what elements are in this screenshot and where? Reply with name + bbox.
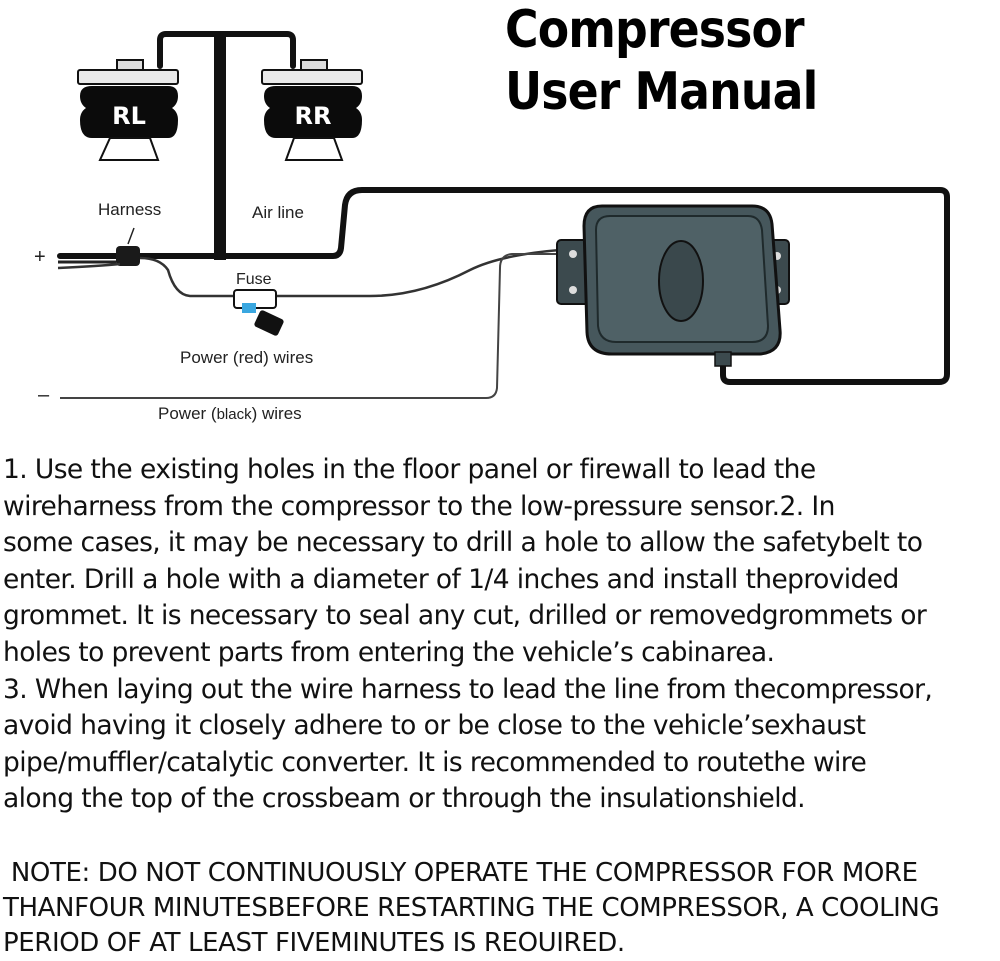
note-line: NOTE: DO NOT CONTINUOUSLY OPERATE THE CO… [3, 858, 918, 888]
title-line-2: User Manual [505, 62, 818, 122]
power-black-wires-label: Power (black) wires [158, 404, 302, 424]
negative-sign: – [38, 384, 50, 406]
airbag-rl [77, 59, 179, 161]
airbag-rl-label: RL [112, 102, 146, 130]
instructions-text: 1. Use the existing holes in the floor p… [3, 452, 998, 818]
compressor-unit [556, 204, 790, 367]
instruction-line: some cases, it may be necessary to drill… [3, 527, 923, 559]
fuse-label: Fuse [236, 271, 272, 288]
harness [58, 227, 140, 266]
airbag-rr [261, 59, 363, 161]
wiring-diagram: RL RR [57, 31, 950, 399]
air-line [57, 31, 950, 385]
air-line-junction [214, 246, 226, 260]
instruction-line: avoid having it closely adhere to or be … [3, 710, 866, 742]
power-black-suffix: ) wires [251, 404, 302, 423]
air-line-label: Air line [252, 203, 304, 222]
instruction-line: along the top of the crossbeam or throug… [3, 783, 806, 815]
instruction-line: enter. Drill a hole with a diameter of 1… [3, 563, 899, 595]
power-black-prefix: Power ( [158, 404, 217, 423]
positive-sign: + [34, 246, 46, 268]
power-black-wire [60, 253, 560, 399]
harness-label: Harness [98, 200, 162, 219]
note-line: PERIOD OF AT LEAST FIVEMINUTES IS REOUIR… [3, 928, 625, 958]
instruction-line: pipe/muffler/catalytic converter. It is … [3, 746, 867, 778]
note-line: THANFOUR MINUTESBEFORE RESTARTING THE CO… [3, 893, 940, 923]
instruction-line: 1. Use the existing holes in the floor p… [3, 454, 816, 485]
instruction-line: wireharness from the compressor to the l… [3, 490, 835, 522]
instruction-line: grommet. It is necessary to seal any cut… [3, 600, 927, 632]
compressor-badge [658, 240, 704, 322]
instruction-line: 3. When laying out the wire harness to l… [3, 673, 933, 705]
title-line-1: Compressor [505, 0, 805, 60]
note-text: NOTE: DO NOT CONTINUOUSLY OPERATE THE CO… [3, 856, 998, 961]
fuse [233, 289, 284, 336]
power-black-word: black [216, 406, 252, 423]
power-red-wires-label: Power (red) wires [180, 348, 314, 367]
airbag-rr-label: RR [295, 102, 332, 130]
instruction-line: holes to prevent parts from entering the… [3, 636, 775, 668]
